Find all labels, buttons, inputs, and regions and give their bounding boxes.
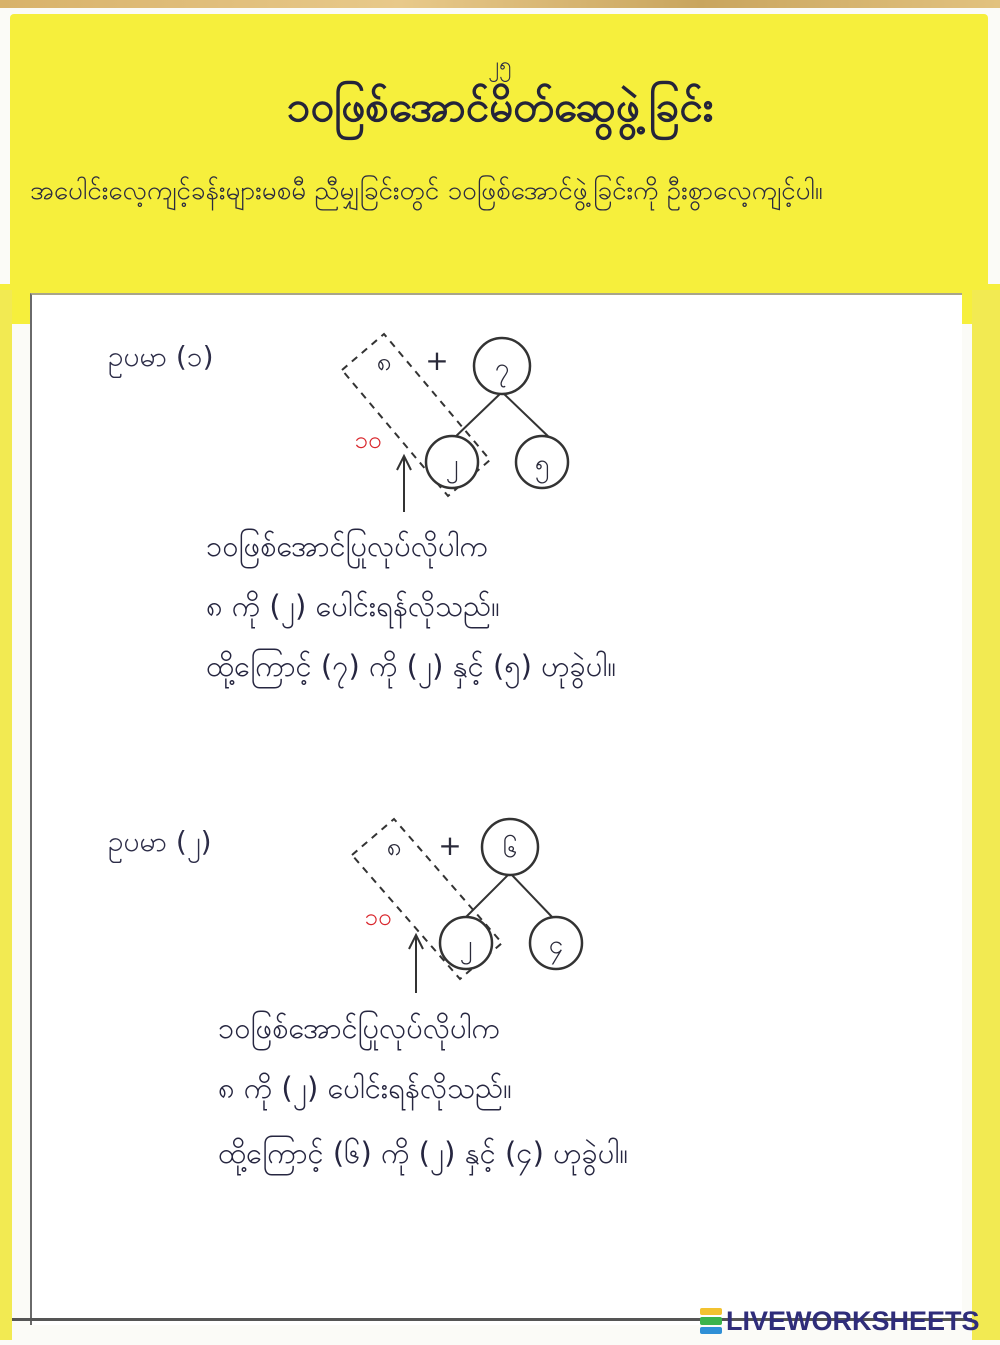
example-1-part-b: ၅	[535, 449, 550, 484]
liveworksheets-wordmark: LIVEWORKSHEETS	[726, 1305, 980, 1336]
page-number: ၂၅	[488, 53, 512, 78]
top-decorative-strip	[0, 0, 1000, 8]
example-2-whole-circle	[480, 817, 540, 877]
example-2-label: ဥပမာ (၂)	[108, 825, 212, 858]
example-1-ten-group-dashed-box	[340, 332, 492, 498]
example-2-part-b: ၄	[549, 930, 564, 965]
example-2-arrow-head-icon	[408, 932, 424, 950]
example-1-plus-sign: +	[425, 344, 448, 377]
example-2-part-b-circle	[528, 915, 584, 971]
badge-stripe-3	[700, 1326, 722, 1334]
example-2-first-addend: ၈	[387, 832, 402, 862]
example-1-line-2: ၈ ကို (၂) ပေါင်းရန်လိုသည်။	[206, 589, 500, 623]
example-1-bond-line-left	[451, 391, 503, 441]
example-1-number-bond-diagram: ၈ + ၇ ၂ ၅ ၁၀	[340, 332, 570, 512]
example-1-second-addend: ၇	[495, 353, 510, 388]
example-2-second-addend: ၆	[503, 832, 518, 864]
example-2-part-a-circle	[438, 915, 494, 971]
example-2-plus-sign: +	[438, 829, 461, 862]
example-2-ten-group-dashed-box	[350, 817, 504, 981]
example-2-number-bond-diagram: ၈ + ၆ ၂ ၄ ၁၀	[350, 817, 584, 993]
example-1-part-b-circle	[514, 434, 570, 490]
instruction-text: အပေါင်းလေ့ကျင့်ခန်းများမစမီ ညီမျှခြင်းတွ…	[30, 176, 823, 206]
liveworksheets-logo: LIVEWORKSHEETS	[700, 1303, 990, 1339]
content-box	[30, 293, 962, 1325]
badge-stripe-1	[700, 1308, 722, 1316]
example-1-line-3: ထို့ကြောင့် (၇) ကို (၂) နှင့် (၅) ဟုခွဲပ…	[206, 649, 617, 683]
example-1-line-1: ၁၀ဖြစ်အောင်ပြုလုပ်လိုပါက	[206, 529, 488, 563]
liveworksheets-badge-icon	[700, 1307, 722, 1335]
example-2-line-3: ထို့ကြောင့် (၆) ကို (၂) နှင့် (၄) ဟုခွဲပ…	[218, 1136, 629, 1170]
example-1-label: ဥပမာ (၁)	[108, 340, 214, 373]
page-title: ၁၀ဖြစ်အောင်မိတ်ဆွေဖွဲ့ခြင်း	[286, 82, 714, 131]
left-yellow-margin	[0, 290, 12, 1340]
right-yellow-margin	[972, 290, 1000, 1340]
example-2-line-1: ၁၀ဖြစ်အောင်ပြုလုပ်လိုပါက	[218, 1011, 500, 1045]
bottom-rule	[12, 1318, 972, 1321]
example-1-arrow-head-icon	[396, 453, 412, 471]
badge-stripe-2	[700, 1317, 722, 1325]
example-1-ten-label: ၁၀	[355, 426, 382, 454]
example-1-part-a-circle	[424, 434, 480, 490]
example-2-ten-label: ၁၀	[365, 903, 392, 931]
example-1-whole-circle	[472, 336, 532, 396]
example-2-line-2: ၈ ကို (၂) ပေါင်းရန်လိုသည်။	[218, 1071, 512, 1105]
example-1-bond-line-right	[501, 391, 553, 441]
example-1-part-a: ၂	[446, 449, 459, 484]
example-2-part-a: ၂	[460, 930, 473, 965]
example-2-bond-line-right	[509, 872, 555, 920]
example-1-first-addend: ၈	[377, 347, 392, 377]
example-2-bond-line-left	[463, 872, 511, 920]
